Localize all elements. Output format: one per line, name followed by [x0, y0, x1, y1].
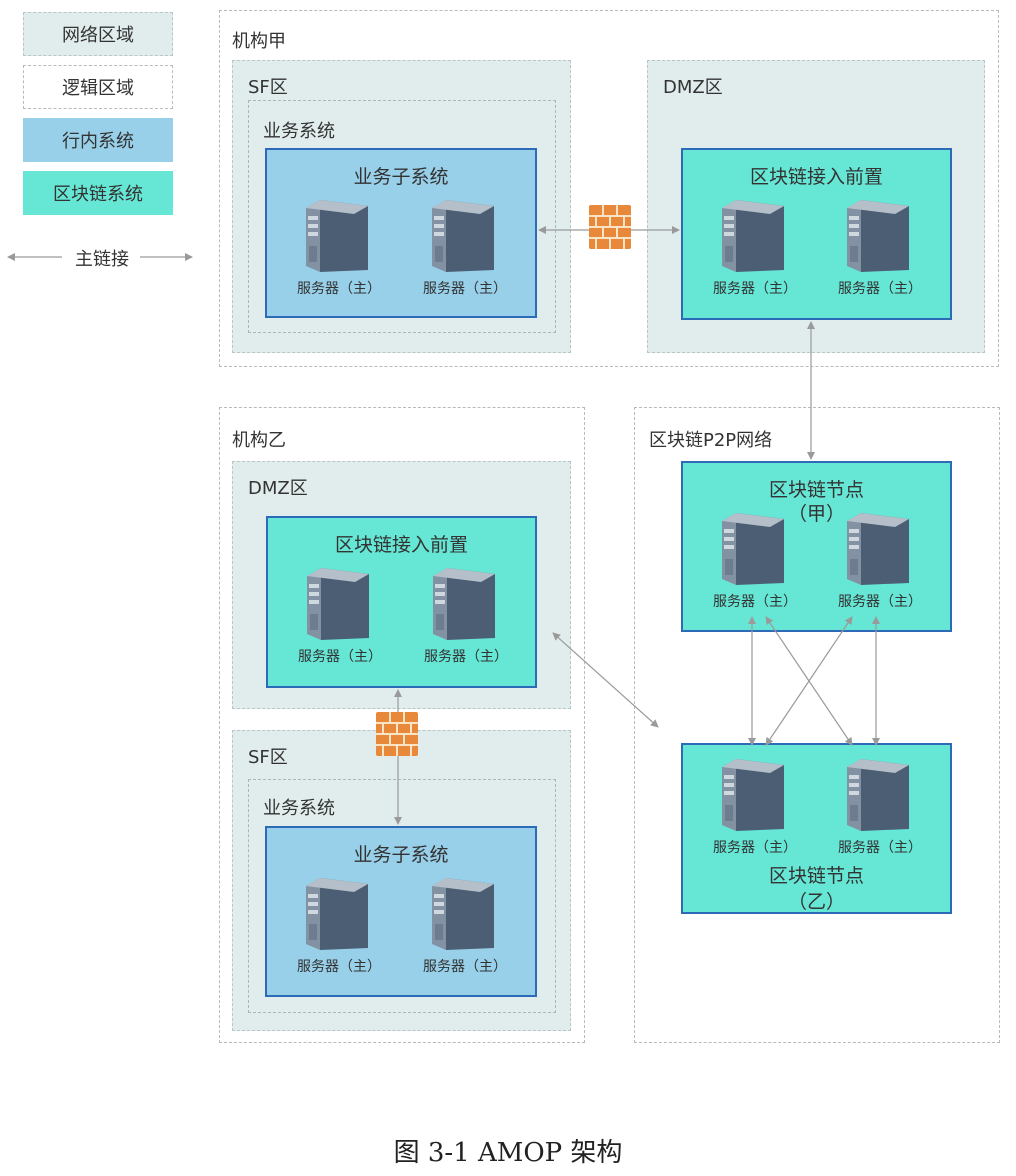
org-a-title: 机构甲 — [232, 31, 286, 52]
org-a-zone: 机构甲 — [219, 10, 999, 367]
server: 服务器（主） — [298, 568, 382, 666]
server: 服务器（主） — [838, 513, 922, 611]
org-b-subsystem-title: 业务子系统 — [353, 844, 449, 866]
org-b-subsystem: 业务子系统 服务器（主） 服务器（主） — [265, 826, 537, 997]
node-b-sub: （乙） — [787, 891, 845, 913]
server-label: 服务器（主） — [838, 840, 922, 856]
server-label: 服务器（主） — [423, 281, 507, 297]
server-icon — [432, 200, 494, 272]
p2p-network-title: 区块链P2P网络 — [649, 430, 773, 451]
server-label: 服务器（主） — [713, 281, 797, 297]
legend-main-link: 主链接 — [6, 244, 194, 270]
org-a-subsystem-title: 业务子系统 — [353, 166, 449, 188]
server-label: 服务器（主） — [838, 281, 922, 297]
server: 服务器（主） — [838, 759, 922, 857]
node-b-title: 区块链节点 — [768, 865, 864, 887]
server-icon — [433, 568, 495, 640]
legend-logical-zone: 逻辑区域 — [23, 65, 173, 109]
org-a-business-system-title: 业务系统 — [263, 121, 335, 142]
server: 服务器（主） — [713, 513, 797, 611]
legend-network-zone: 网络区域 — [23, 12, 173, 56]
server-icon — [306, 200, 368, 272]
org-a-frontend: 区块链接入前置 服务器（主） 服务器（主） — [681, 148, 952, 320]
org-a-frontend-title: 区块链接入前置 — [749, 166, 883, 188]
org-b-dmz-title: DMZ区 — [248, 478, 308, 499]
legend-blockchain-system: 区块链系统 — [23, 171, 173, 215]
server-icon — [847, 759, 909, 831]
org-a-sf-title: SF区 — [248, 77, 288, 98]
legend-main-link-label: 主链接 — [75, 249, 129, 270]
server-label: 服务器（主） — [297, 959, 381, 975]
org-b-business-system: 业务系统 — [248, 779, 556, 1013]
server-icon — [306, 878, 368, 950]
org-b-business-system-title: 业务系统 — [263, 798, 335, 819]
node-a: 区块链节点 （甲） 服务器（主） 服务器（主） — [681, 461, 952, 632]
server-icon — [307, 568, 369, 640]
server: 服务器（主） — [297, 200, 381, 298]
server-icon — [432, 878, 494, 950]
server-icon — [722, 759, 784, 831]
server-label: 服务器（主） — [423, 959, 507, 975]
server: 服务器（主） — [713, 200, 797, 298]
server-icon — [847, 200, 909, 272]
org-b-sf-title: SF区 — [248, 747, 288, 768]
server-label: 服务器（主） — [838, 594, 922, 610]
server: 服务器（主） — [424, 568, 508, 666]
legend-bank-system: 行内系统 — [23, 118, 173, 162]
server: 服务器（主） — [713, 759, 797, 857]
org-a-dmz-title: DMZ区 — [663, 77, 723, 98]
server-icon — [722, 200, 784, 272]
figure-caption: 图 3-1 AMOP 架构 — [393, 1138, 623, 1168]
server: 服务器（主） — [423, 878, 507, 976]
node-b: 服务器（主） 服务器（主） 区块链节点 （乙） — [681, 743, 952, 914]
org-a-subsystem: 业务子系统 服务器（主） 服务器（主） — [265, 148, 537, 318]
server-icon — [722, 513, 784, 585]
server-label: 服务器（主） — [424, 649, 508, 665]
node-a-sub: （甲） — [787, 503, 845, 525]
server-label: 服务器（主） — [713, 594, 797, 610]
org-a-business-system: 业务系统 — [248, 100, 556, 333]
server-label: 服务器（主） — [713, 840, 797, 856]
org-b-frontend-title: 区块链接入前置 — [334, 534, 468, 556]
server: 服务器（主） — [838, 200, 922, 298]
org-b-title: 机构乙 — [232, 430, 286, 451]
server-label: 服务器（主） — [297, 281, 381, 297]
node-a-title: 区块链节点 — [768, 479, 864, 501]
server: 服务器（主） — [297, 878, 381, 976]
server: 服务器（主） — [423, 200, 507, 298]
org-b-frontend: 区块链接入前置 服务器（主） 服务器（主） — [266, 516, 537, 688]
server-label: 服务器（主） — [298, 649, 382, 665]
server-icon — [847, 513, 909, 585]
